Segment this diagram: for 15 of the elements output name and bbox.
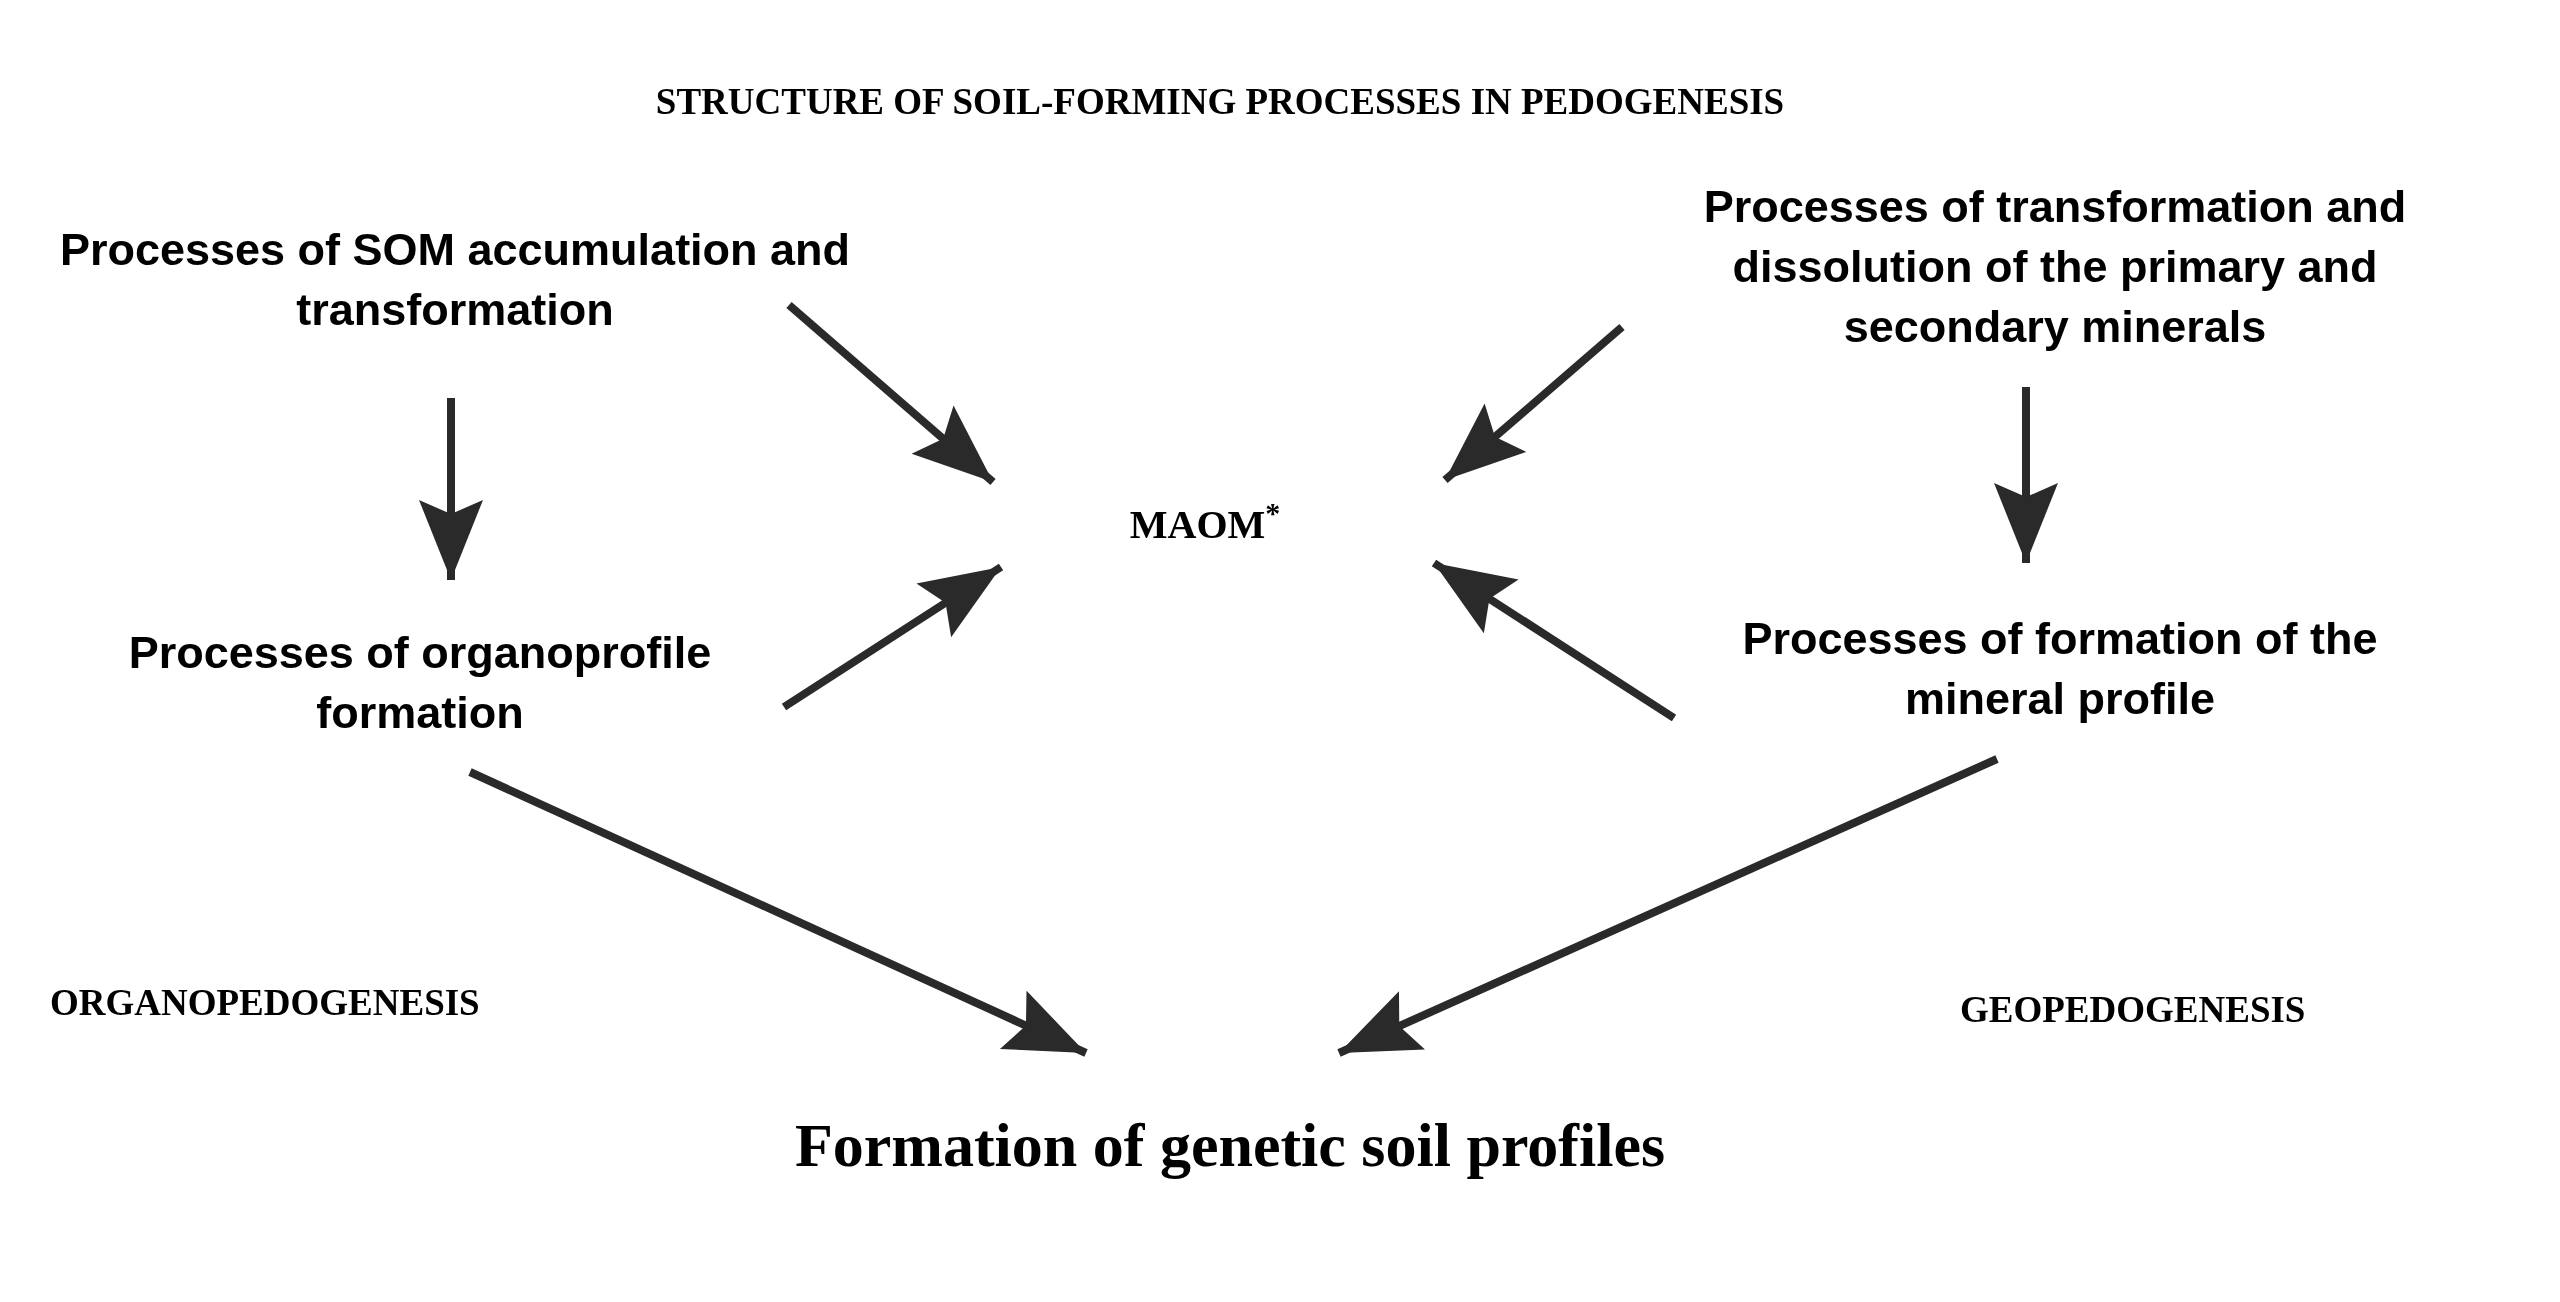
process-group-label: ORGANOPEDOGENESIS	[50, 981, 481, 1025]
node-label: MAOM$^{*}$	[1129, 495, 1281, 549]
arrow	[1431, 559, 1677, 722]
process-group-label: GEOPEDOGENESIS	[1960, 988, 2307, 1032]
node-label: Formation of genetic soil profiles	[794, 1110, 1666, 1181]
diagram-title: STRUCTURE OF SOIL-FORMING PROCESSES IN PEDOGENESIS	[654, 80, 1786, 124]
arrow	[781, 563, 1004, 711]
arrow	[1337, 755, 1999, 1057]
node-label: Processes of formation of the mineral profile	[1741, 612, 2379, 726]
arrow	[1442, 323, 1625, 484]
node-label: Processes of transformation and dissolution of the primary and secondary minerals	[1702, 180, 2408, 354]
arrow	[786, 302, 996, 485]
arrow	[468, 768, 1088, 1057]
node-label: Processes of organoprofile formation	[127, 626, 713, 740]
node-label: Processes of SOM accumulation and transformation	[58, 222, 852, 337]
